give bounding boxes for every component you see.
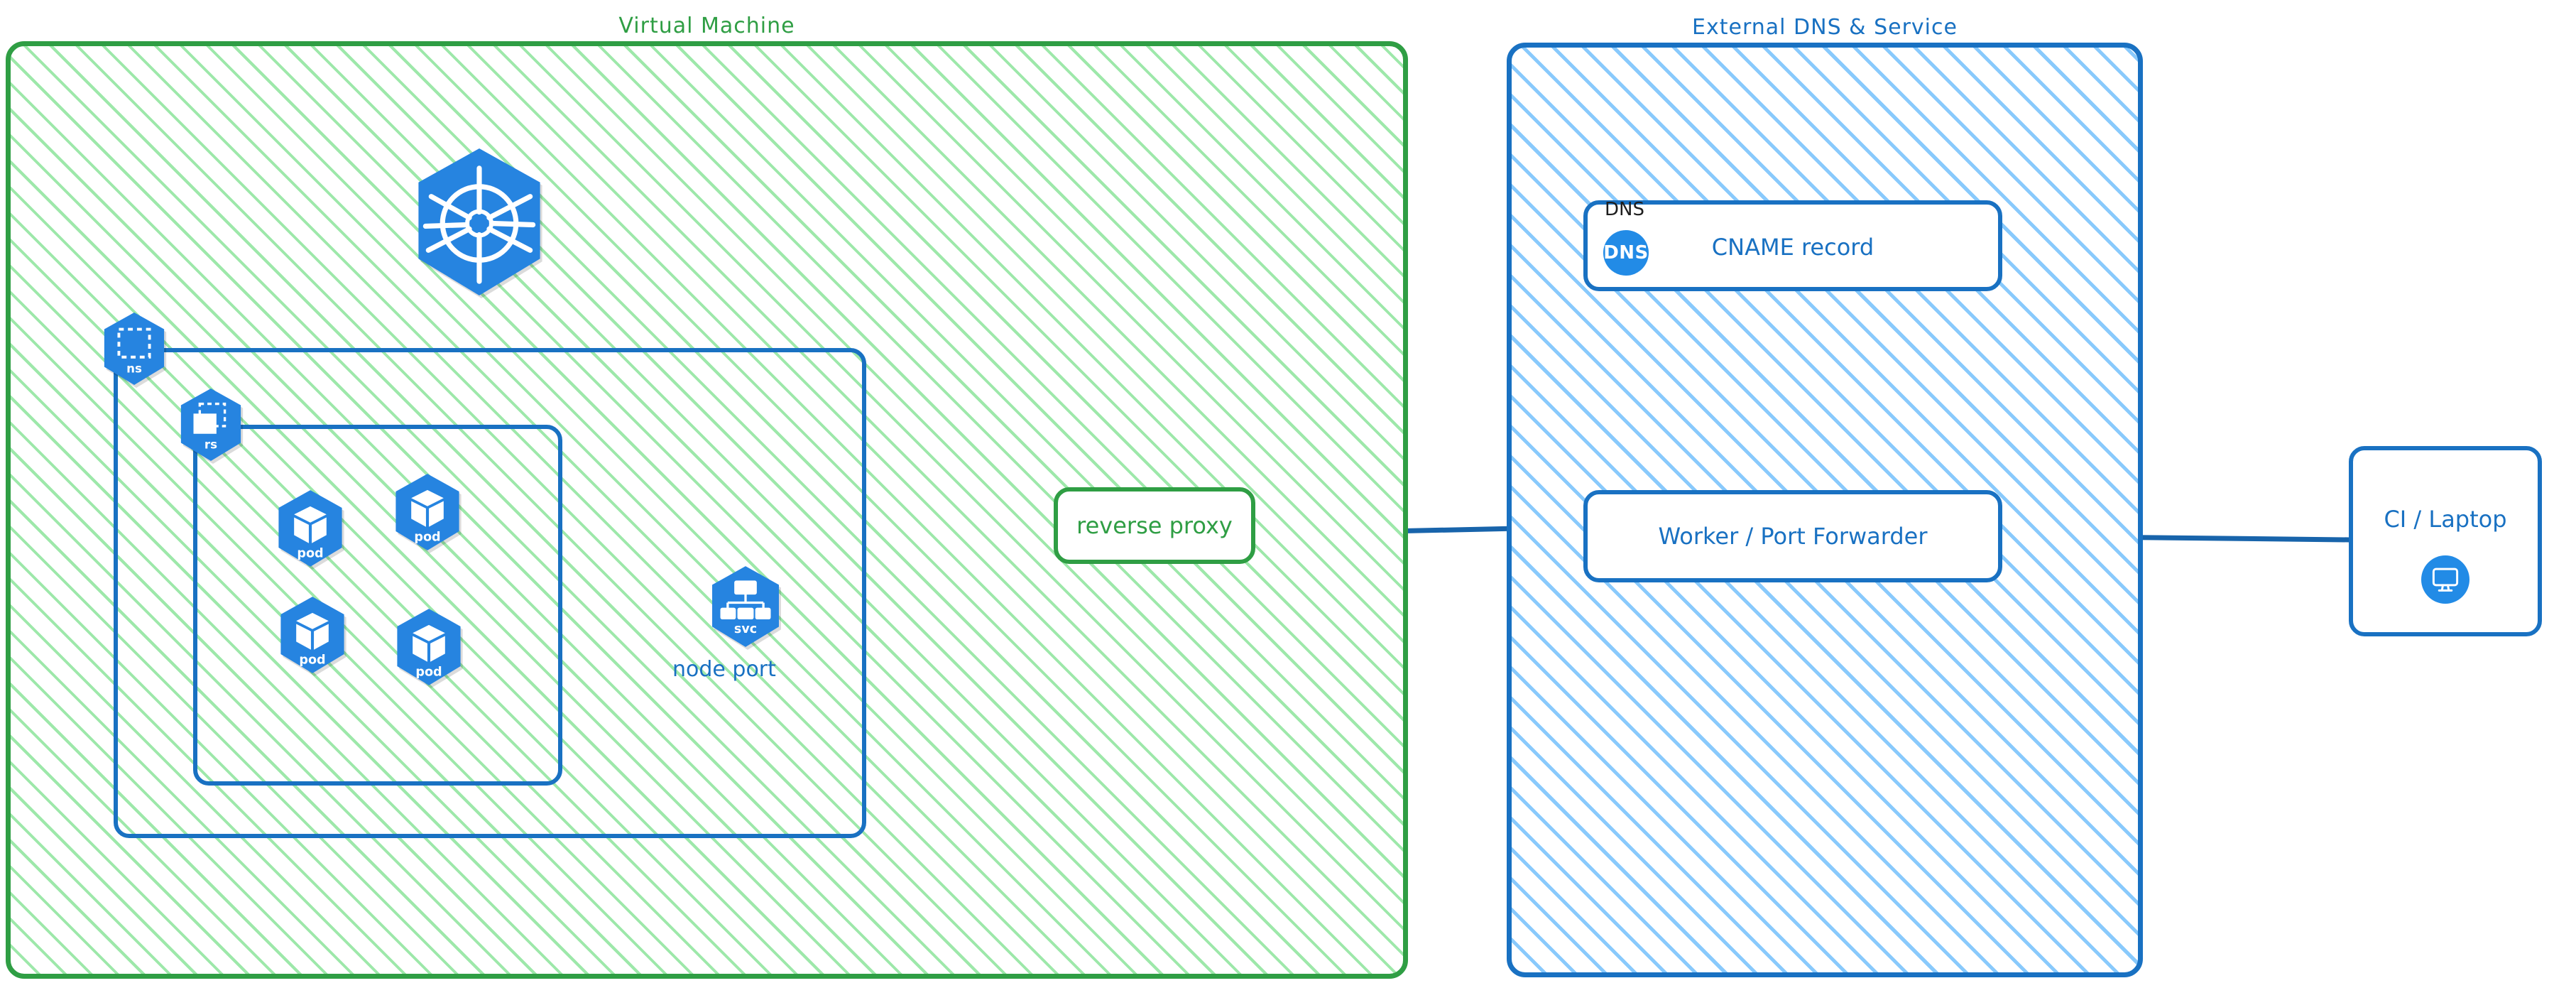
svg-text:pod: pod — [414, 530, 440, 544]
group-virtual-machine-title: Virtual Machine — [618, 13, 795, 38]
service-icon: svc — [706, 565, 785, 648]
pod-icon-3: pod — [275, 595, 349, 675]
replicaset-badge-icon: rs — [176, 387, 246, 462]
namespace-badge-icon: ns — [99, 311, 169, 386]
pod-icon-2: pod — [391, 472, 464, 552]
ci-laptop-box[interactable]: CI / Laptop — [2349, 446, 2542, 636]
node-port-caption: node port — [672, 657, 776, 682]
dns-card-label: CNAME record — [1711, 234, 1874, 261]
svg-text:pod: pod — [297, 546, 323, 560]
svg-text:pod: pod — [415, 665, 442, 679]
dns-icon: DNS — [1603, 230, 1649, 276]
namespace-container — [114, 348, 866, 838]
svg-text:rs: rs — [204, 438, 217, 451]
reverse-proxy-box[interactable]: reverse proxy — [1054, 487, 1255, 564]
reverse-proxy-label: reverse proxy — [1076, 512, 1233, 539]
dns-card-tag: DNS — [1605, 199, 1644, 220]
dns-card[interactable]: DNS DNS CNAME record — [1583, 199, 2002, 291]
worker-port-forwarder-label: Worker / Port Forwarder — [1658, 523, 1928, 550]
ci-laptop-label: CI / Laptop — [2384, 506, 2507, 533]
group-external-title: External DNS & Service — [1692, 15, 1958, 40]
svg-text:ns: ns — [126, 362, 142, 375]
kubernetes-logo — [408, 146, 550, 298]
replicaset-container — [193, 425, 562, 786]
worker-port-forwarder-box[interactable]: Worker / Port Forwarder — [1583, 490, 2002, 582]
dns-icon-text: DNS — [1603, 242, 1649, 264]
monitor-icon — [2421, 555, 2469, 604]
svg-text:pod: pod — [299, 653, 325, 667]
pod-icon-4: pod — [392, 607, 466, 687]
svg-text:svc: svc — [734, 622, 757, 636]
pod-icon-1: pod — [273, 489, 347, 568]
group-virtual-machine: Virtual Machine — [6, 13, 1408, 979]
